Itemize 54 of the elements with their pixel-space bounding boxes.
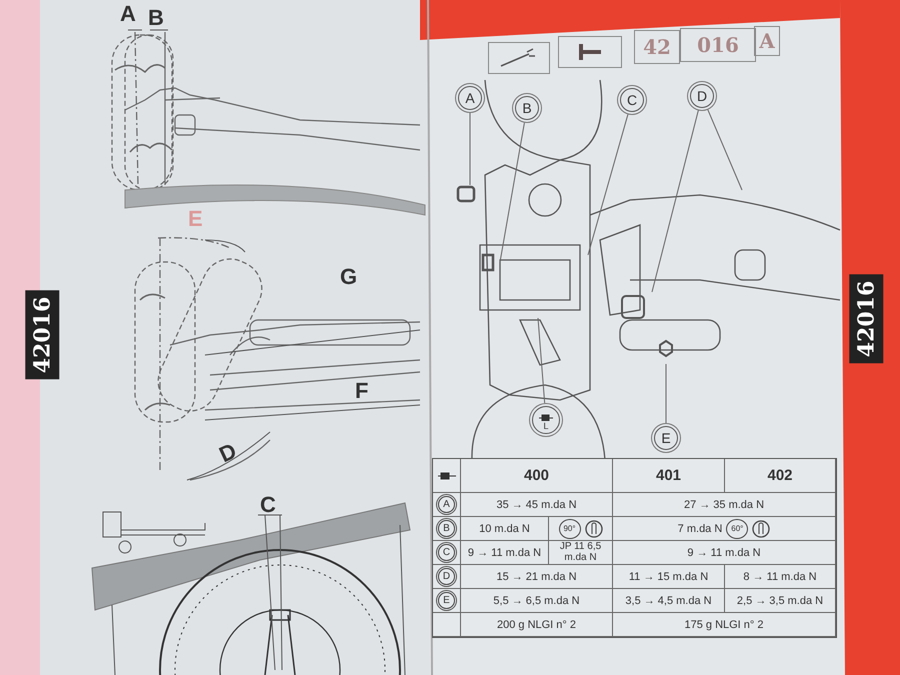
table-value: 8 → 11 m.da N [743,570,817,582]
table-value: JP 11 6,5 m.da N [558,542,602,563]
table-value: 35 → 45 m.da N [496,498,577,510]
table-value: 11 → 15 m.da N [628,570,708,582]
callout-text: D [696,88,708,104]
callout-text: C [626,92,638,108]
section-number: 42 [634,30,680,64]
callout-letter [515,96,539,120]
table-value: 9 → 11 m.da N [468,546,542,558]
angle-letter: D [215,438,241,468]
callout-letter: D [438,568,455,585]
table-value: 15 → 21 m.da N [496,570,577,582]
section-letter: A [754,26,780,56]
callout-letter [458,86,482,110]
tightening-angle-symbol: 90° [558,518,580,538]
table-value: 2,5 → 3,5 m.da N [736,594,824,606]
callout-text: A [465,90,475,106]
callout-text: E [661,430,671,446]
section-tab: 42016 [849,274,884,364]
table-value: 200 g NLGI n° 2 [496,618,576,630]
table-value: 3,5 → 4,5 m.da N [625,594,712,606]
table-value: 27 → 35 m.da N [684,498,764,510]
table-value: 10 m.da N [479,522,530,534]
table-value: 175 g NLGI n° 2 [684,618,764,630]
dimension-letter: B [148,5,164,31]
column-header: 402 [767,467,793,484]
leader-line [588,114,628,256]
table-value: 5,5 → 6,5 m.da N [493,594,580,606]
column-header: 401 [656,467,682,484]
symbol-letter: L [543,421,548,431]
leader-line [500,122,525,262]
callout-letter [690,84,714,108]
leader-line [707,109,742,190]
callout-letter: E [438,592,455,609]
callout-letter [654,426,678,450]
dimension-letter: A [120,1,136,27]
grease-point-symbol [532,406,560,434]
dimension-letter: G [340,264,358,290]
callout-letter: A [438,496,455,513]
callout-letter: C [438,544,455,561]
angle-letter: E [188,206,203,232]
column-header: 400 [524,467,550,484]
callout-letter: B [438,520,455,537]
leader-line [538,318,546,404]
callout-text: B [522,100,532,116]
table-value: 7 m.da N [678,522,722,534]
section-tab: 42016 [25,290,60,380]
leader-line [652,110,699,292]
dimension-letter: C [260,492,276,518]
tightening-angle-symbol: 60° [726,518,748,538]
dimension-letter: F [355,378,368,404]
table-value: 9 → 11 m.da N [687,546,761,558]
section-number: 016 [680,28,756,62]
callout-letter [620,88,644,112]
